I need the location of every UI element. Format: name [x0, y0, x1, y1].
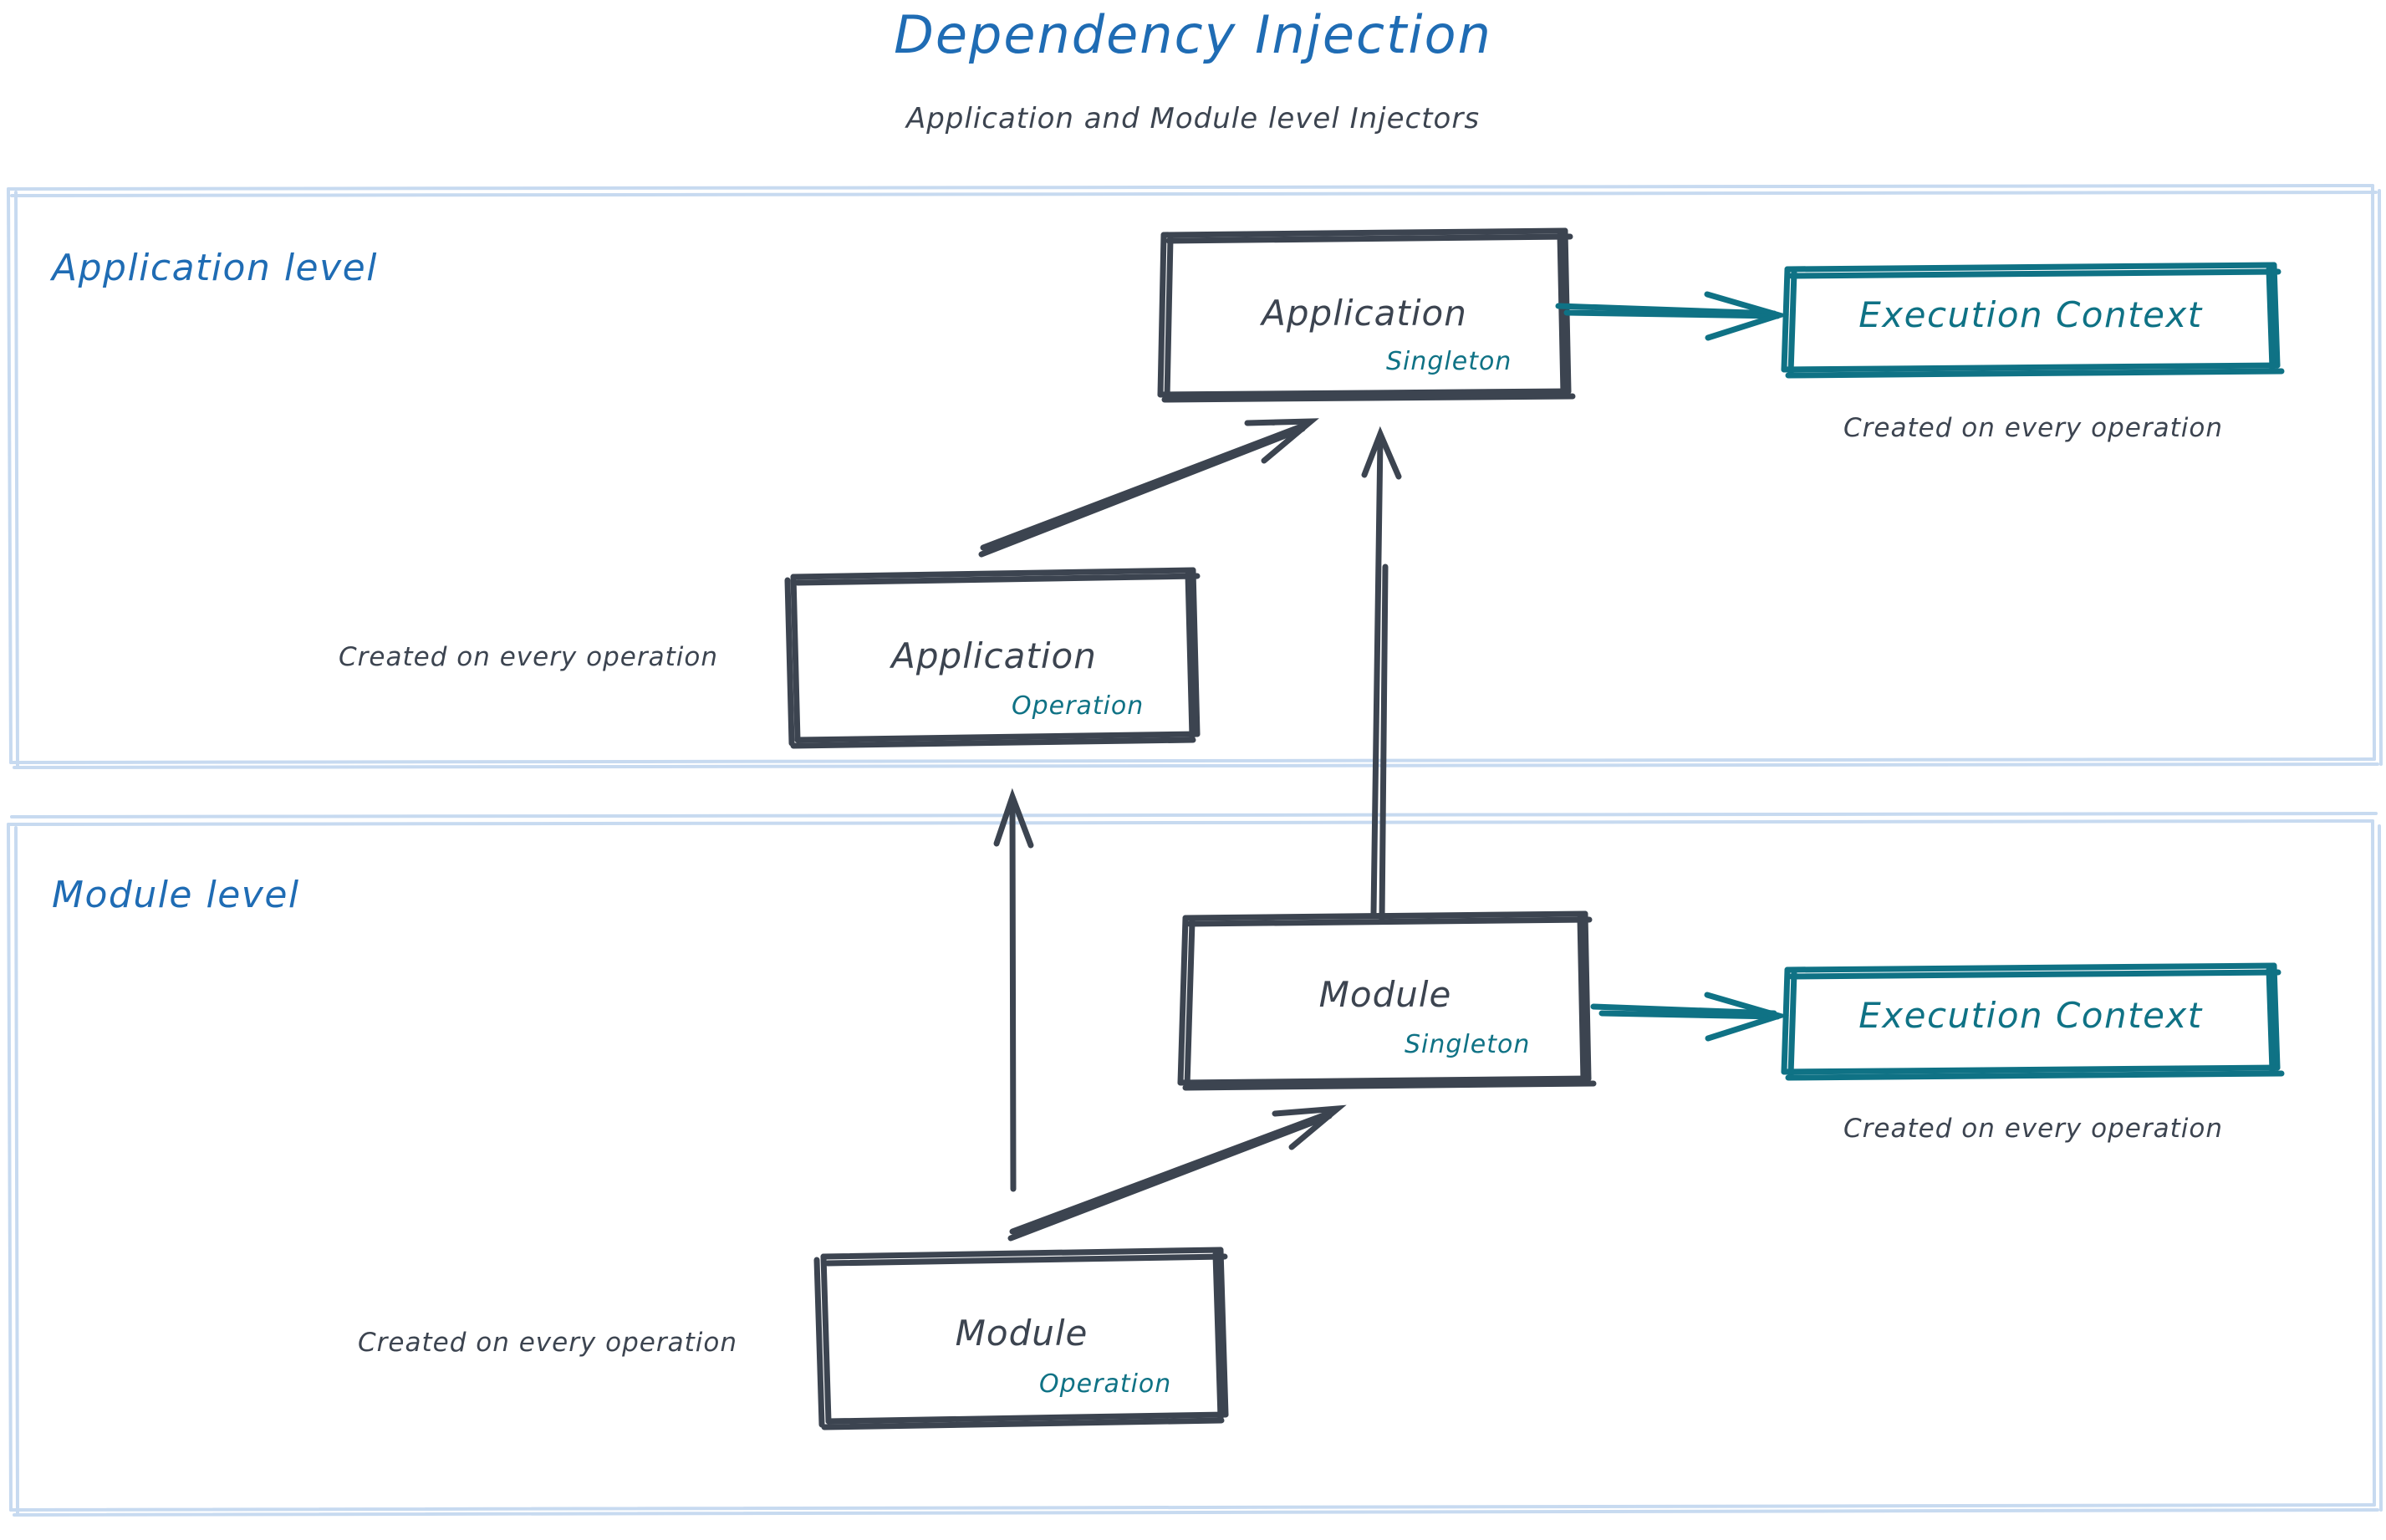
edge-module-singleton-to-app-singleton — [1361, 426, 1402, 923]
edge-module-operation-to-app-operation — [993, 788, 1034, 1192]
note-app-operation: Created on every operation — [339, 642, 718, 672]
node-module-operation-scope: Operation — [1039, 1369, 1172, 1399]
note-module-exec-context: Created on every operation — [1843, 1114, 2223, 1144]
node-execution-context-app-title: Execution Context — [1858, 294, 2203, 335]
node-execution-context-module-title: Execution Context — [1858, 995, 2203, 1036]
lane-label-application-level: Application level — [52, 247, 378, 289]
node-module-operation-title: Module — [955, 1313, 1088, 1354]
node-application-singleton-title: Application — [1262, 293, 1467, 334]
node-module-singleton-title: Module — [1318, 974, 1452, 1015]
edge-app-singleton-to-exec-context — [1555, 291, 1790, 341]
node-application-operation-scope: Operation — [1012, 691, 1145, 721]
note-app-exec-context: Created on every operation — [1843, 413, 2223, 443]
edge-module-operation-to-module-singleton — [1007, 1104, 1347, 1242]
node-application-singleton-scope: Singleton — [1386, 347, 1512, 376]
node-application-operation-title: Application — [891, 635, 1097, 676]
note-module-operation: Created on every operation — [358, 1328, 737, 1358]
lane-label-module-level: Module level — [52, 874, 300, 916]
page-subtitle: Application and Module level Injectors — [905, 102, 1481, 135]
page-title: Dependency Injection — [894, 4, 1492, 65]
lane-module-level-frame — [7, 812, 2383, 1517]
node-module-singleton-scope: Singleton — [1405, 1030, 1531, 1059]
edge-module-singleton-to-exec-context — [1590, 992, 1790, 1042]
edge-app-operation-to-app-singleton — [978, 418, 1319, 558]
